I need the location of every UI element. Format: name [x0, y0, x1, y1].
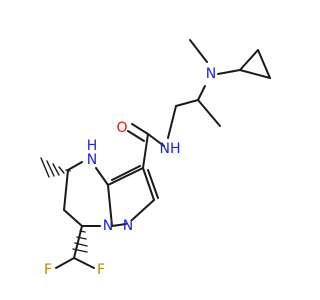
- bond-pyr-4: [107, 184, 113, 227]
- atom-label-n-methylamino: N: [206, 66, 216, 82]
- wedge-hash: [79, 230, 86, 233]
- bond-n-methyl: [189, 39, 208, 63]
- bond-nh-carbonyl: [147, 133, 165, 147]
- bond-pyr-5b: [111, 165, 141, 181]
- wedge-hash: [58, 166, 65, 174]
- atom-label-n-bridge: N: [103, 218, 113, 234]
- molecule-structure-canvas: N NH O H N N N F F: [40, 39, 271, 278]
- bond-n-ch: [197, 85, 206, 101]
- atom-label-nh-ring-h: H: [87, 138, 98, 154]
- bond-carbonyl-ring: [142, 133, 149, 169]
- atom-label-layer: N NH O H N N N F F: [44, 66, 216, 278]
- bond-cyclopropyl-2: [257, 49, 271, 79]
- bond-layer: [55, 39, 271, 269]
- wedge-hash: [72, 248, 88, 253]
- bond-ch2-nh: [167, 105, 177, 139]
- bond-pyr-5: [107, 167, 144, 186]
- atom-label-f-right: F: [97, 262, 105, 278]
- stereo-wedge-methyl: [40, 157, 71, 178]
- bond-cyclopropyl-1: [239, 49, 259, 71]
- bond-c-f-left: [55, 257, 75, 269]
- bond-ch-ch2: [175, 99, 199, 107]
- molecule-structure-drawing: N NH O H N N N F F: [40, 39, 271, 278]
- bond-ring-c5-c6: [63, 169, 69, 211]
- wedge-hash: [65, 169, 71, 172]
- atom-label-nh-amide: NH: [160, 141, 181, 157]
- wedge-hash: [74, 242, 88, 247]
- bond-ring-c-n: [95, 167, 109, 186]
- atom-label-f-left: F: [44, 262, 52, 278]
- atom-label-n-pyrazole: N: [123, 218, 133, 234]
- bond-co-2: [127, 130, 145, 142]
- bond-pyr-2: [131, 199, 155, 221]
- bond-ring-c6-c7: [63, 209, 83, 227]
- bond-pyr-1: [142, 167, 155, 201]
- wedge-hash: [40, 157, 50, 178]
- stereo-wedge-chf2: [72, 230, 88, 253]
- bond-ring-nh-c5: [67, 161, 83, 171]
- wedge-hash: [46, 160, 55, 177]
- bond-n-cyclopropyl: [217, 69, 241, 75]
- bond-cyclopropyl-3: [239, 69, 271, 79]
- bond-ch-methyl: [197, 99, 221, 127]
- wedge-hash: [52, 163, 60, 176]
- bond-c-f-right: [73, 257, 95, 269]
- bond-pyr-1b: [147, 169, 159, 199]
- wedge-hash: [76, 236, 87, 240]
- atom-label-nh-ring-n: N: [87, 152, 97, 168]
- bond-pyr-3: [111, 223, 127, 227]
- atom-label-o-carbonyl: O: [116, 120, 127, 136]
- bond-co-1: [131, 123, 149, 135]
